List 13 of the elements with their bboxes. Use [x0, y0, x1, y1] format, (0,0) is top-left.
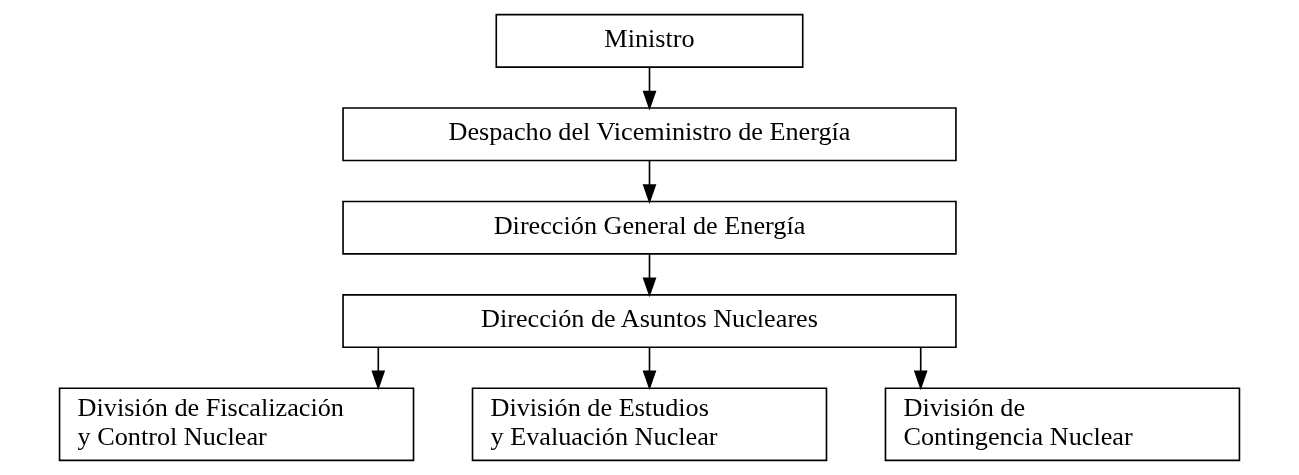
arrow	[642, 66, 657, 111]
node-box: Despacho del Viceministro de Energía	[342, 107, 957, 162]
arrow	[642, 253, 657, 298]
arrow	[913, 346, 928, 391]
node-box: División de Estudios y Evaluación Nuclear	[471, 387, 828, 462]
node-box: Dirección General de Energía	[342, 200, 957, 255]
arrow	[371, 346, 386, 391]
node-box: División de Fiscalización y Control Nuclear	[58, 387, 415, 462]
node-box: Ministro	[495, 13, 804, 68]
node-box: División de Contingencia Nuclear	[884, 387, 1241, 462]
arrow	[642, 159, 657, 204]
arrow	[642, 346, 657, 391]
node-box: Dirección de Asuntos Nucleares	[342, 294, 957, 349]
